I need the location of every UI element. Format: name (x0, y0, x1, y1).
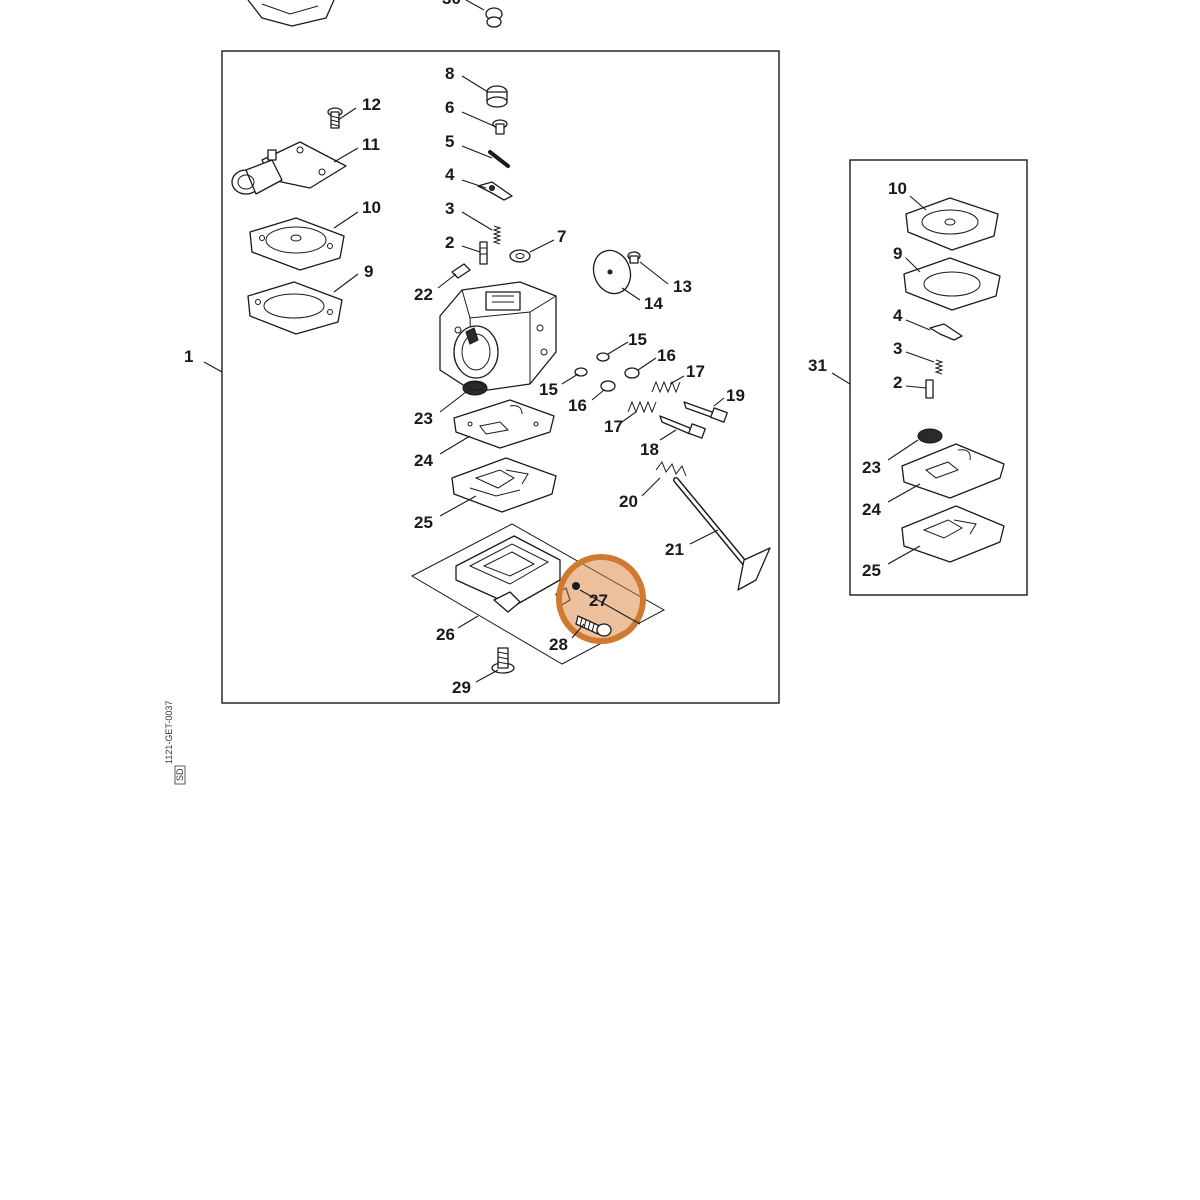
part-15-washer-upper (596, 352, 610, 362)
callout-6[interactable]: 6 (445, 98, 454, 117)
kit-callout-4[interactable]: 4 (893, 306, 903, 325)
callout-5[interactable]: 5 (445, 132, 454, 151)
callout-27[interactable]: 27 (589, 591, 608, 610)
part-21-shaft (673, 477, 771, 591)
callout-3[interactable]: 3 (445, 199, 454, 218)
part-19-adjusting-screw (683, 401, 728, 423)
callout-16-upper[interactable]: 16 (657, 346, 676, 365)
callout-leaders-main (333, 75, 725, 683)
part-9-gasket (247, 281, 343, 335)
callout-leaders-kit (887, 195, 935, 565)
cutoff-top-part: 30 (247, 0, 503, 28)
callout-28[interactable]: 28 (549, 635, 568, 654)
callout-15-lower[interactable]: 15 (539, 380, 558, 399)
part-12-screw (327, 107, 343, 129)
callout-17-lower[interactable]: 17 (604, 417, 623, 436)
kit-part-4-lever (929, 323, 963, 341)
part-8-cap (486, 85, 508, 108)
part-27-marker (572, 582, 580, 590)
callout-22[interactable]: 22 (414, 285, 433, 304)
kit-callout-10[interactable]: 10 (888, 179, 907, 198)
part-23-strainer (462, 380, 488, 396)
callout-7[interactable]: 7 (557, 227, 566, 246)
part-17-spring-upper (651, 380, 681, 394)
part-28-screw (575, 615, 612, 637)
part-20-spring (655, 460, 687, 477)
part-29-screw (491, 647, 515, 674)
carburetor-body (439, 281, 557, 393)
callout-11[interactable]: 11 (362, 135, 380, 154)
callout-25[interactable]: 25 (414, 513, 433, 532)
callout-9[interactable]: 9 (364, 262, 373, 281)
callout-17-upper[interactable]: 17 (686, 362, 705, 381)
part-5-pin (488, 150, 510, 168)
callout-16-lower[interactable]: 16 (568, 396, 587, 415)
kit-part-10-diaphragm (905, 197, 999, 251)
drawing-code-box-text: SD (175, 768, 185, 781)
kit-callout-24[interactable]: 24 (862, 500, 881, 519)
callout-18[interactable]: 18 (640, 440, 659, 459)
kit-part-9-gasket (903, 257, 1001, 311)
callout-main-assembly[interactable]: 1 (184, 347, 193, 366)
part-7-washer (509, 249, 531, 263)
callout-21[interactable]: 21 (665, 540, 684, 559)
callout-15-upper[interactable]: 15 (628, 330, 647, 349)
callout-20[interactable]: 20 (619, 492, 638, 511)
kit-part-24-gasket (901, 443, 1005, 499)
kit-part-3-spring (934, 359, 944, 375)
kit-callout-23[interactable]: 23 (862, 458, 881, 477)
kit-callout-25[interactable]: 25 (862, 561, 881, 580)
callout-26[interactable]: 26 (436, 625, 455, 644)
callout-labels-main: 12 11 10 9 8 6 5 4 3 2 22 7 13 14 15 16 … (362, 64, 745, 697)
part-25-pump-diaphragm (451, 457, 557, 513)
part-16-ring-lower (600, 380, 616, 392)
kit-part-25-diaphragm (901, 505, 1005, 563)
kit-callout-3[interactable]: 3 (893, 339, 902, 358)
callout-13[interactable]: 13 (673, 277, 692, 296)
callout-19[interactable]: 19 (726, 386, 745, 405)
callout-14[interactable]: 14 (644, 294, 663, 313)
part-4-lever (477, 181, 513, 201)
main-assembly-frame (221, 50, 780, 704)
callout-top-cutoff[interactable]: 30 (442, 0, 461, 8)
callout-12[interactable]: 12 (362, 95, 381, 114)
part-14-throttle-disc (592, 249, 632, 295)
part-11-intake-cover (231, 141, 347, 195)
callout-10[interactable]: 10 (362, 198, 381, 217)
part-22-fitting (451, 263, 471, 279)
callout-labels-kit: 10 9 4 3 2 23 24 25 (862, 179, 907, 580)
repair-kit-frame (849, 159, 1028, 596)
part-13-screw (627, 251, 641, 264)
part-10-diaphragm (249, 217, 345, 271)
callout-4[interactable]: 4 (445, 165, 455, 184)
drawing-code: 1121-GET-0037 SD (164, 701, 186, 785)
part-17-spring-lower (627, 400, 657, 414)
callout-24[interactable]: 24 (414, 451, 433, 470)
kit-part-2-needle (925, 379, 934, 399)
part-16-ring-upper (624, 367, 640, 379)
callout-8[interactable]: 8 (445, 64, 454, 83)
kit-callout-2[interactable]: 2 (893, 373, 902, 392)
kit-callout-9[interactable]: 9 (893, 244, 902, 263)
drawing-code-text: 1121-GET-0037 (164, 701, 174, 764)
part-2-needle (479, 241, 488, 265)
kit-part-23-strainer (917, 428, 943, 444)
part-24-gasket (453, 399, 555, 449)
callout-repair-kit[interactable]: 31 (808, 356, 827, 375)
part-18-adjusting-screw (659, 415, 706, 439)
callout-2[interactable]: 2 (445, 233, 454, 252)
callout-29[interactable]: 29 (452, 678, 471, 697)
callout-23[interactable]: 23 (414, 409, 433, 428)
part-6-screw (492, 119, 508, 135)
part-3-spring (492, 225, 502, 245)
